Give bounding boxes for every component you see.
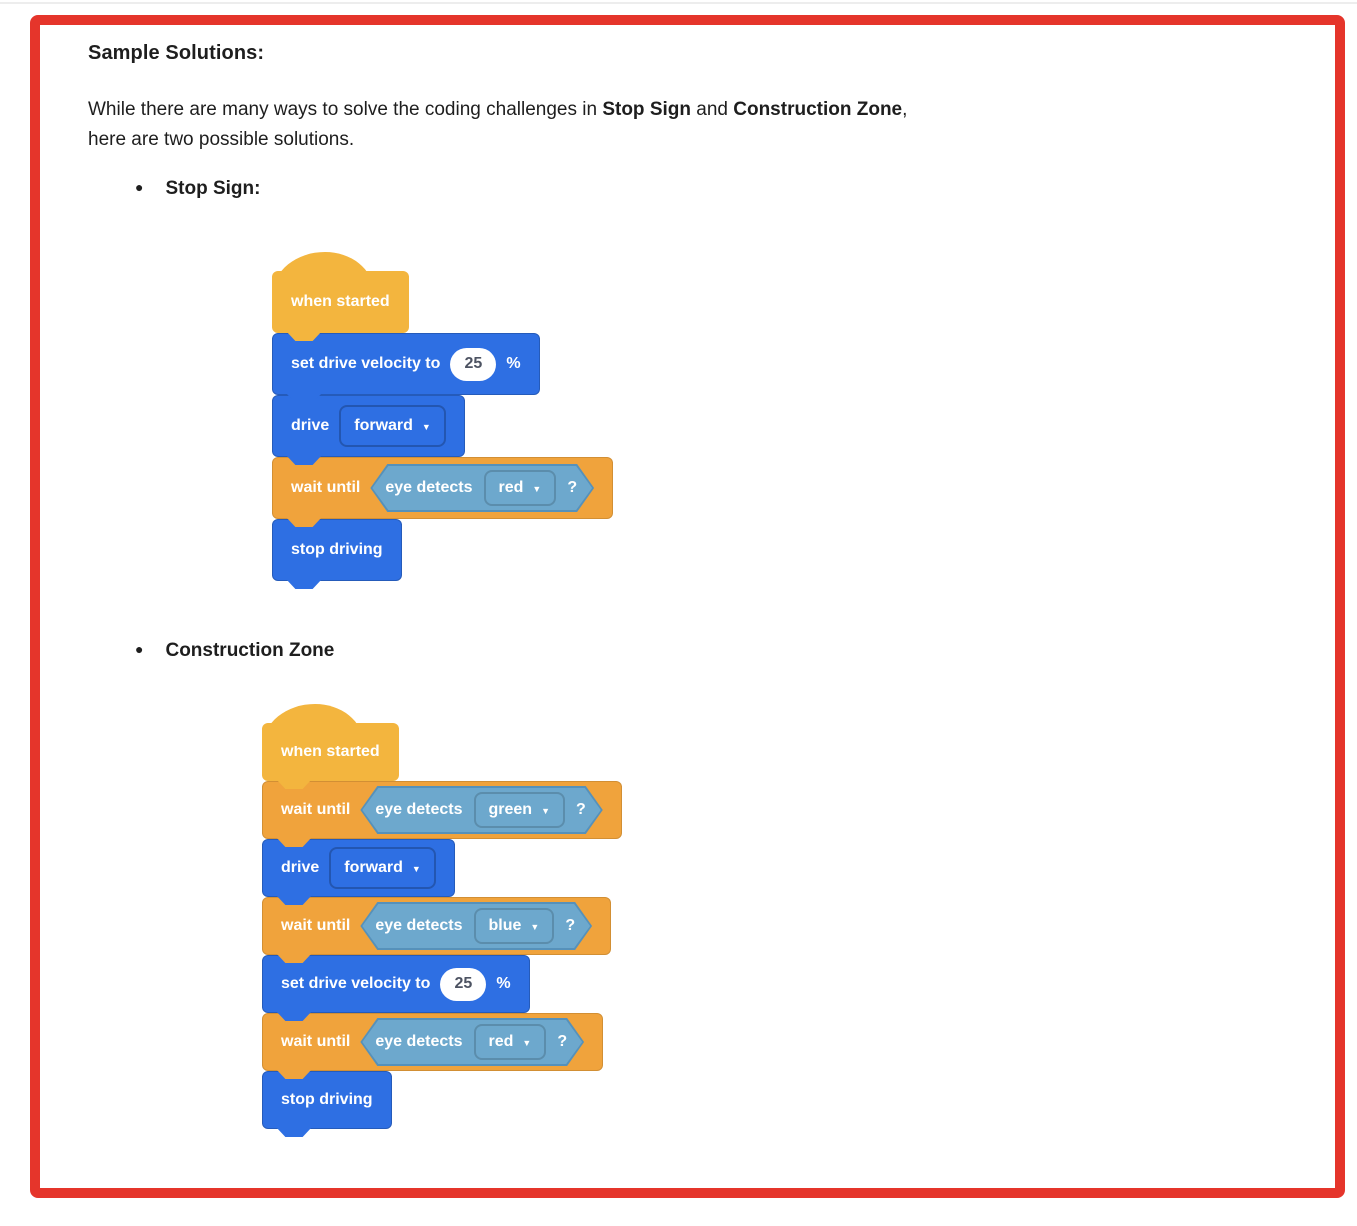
block-label: stop driving: [291, 541, 383, 558]
dropdown-value: forward: [344, 859, 403, 876]
bullet-item-stop-sign: ● Stop Sign:: [135, 178, 260, 200]
page-title: Sample Solutions:: [88, 42, 265, 64]
bullet-label: Construction Zone: [165, 640, 335, 661]
dropdown-value: forward: [354, 417, 413, 434]
set-drive-velocity-block: set drive velocity to 25 %: [272, 333, 540, 395]
wait-until-block: wait until eye detects blue ▼ ?: [262, 897, 612, 955]
caret-down-icon: ▼: [532, 483, 542, 494]
eye-detects-condition: eye detects green ▼ ?: [360, 786, 602, 834]
dropdown-value: red: [498, 479, 524, 496]
caret-down-icon: ▼: [530, 921, 540, 932]
dropdown-value: red: [488, 1033, 514, 1050]
drive-direction-dropdown: forward ▼: [329, 847, 436, 889]
set-drive-velocity-block: set drive velocity to 25 %: [262, 955, 530, 1013]
page-top-divider: [0, 2, 1357, 4]
detect-color-dropdown: blue ▼: [474, 908, 555, 944]
velocity-value-input: 25: [450, 347, 497, 381]
percent-label: %: [496, 975, 511, 992]
block-label: wait until: [281, 1033, 351, 1050]
wait-until-block: wait until eye detects red ▼ ?: [272, 457, 614, 519]
block-label: set drive velocity to: [281, 975, 431, 992]
caret-down-icon: ▼: [421, 421, 431, 432]
block-label: wait until: [291, 479, 361, 496]
intro-paragraph: While there are many ways to solve the c…: [88, 95, 907, 155]
stop-driving-block: stop driving: [272, 519, 402, 581]
drive-direction-dropdown: forward ▼: [339, 405, 446, 447]
drive-block: drive forward ▼: [262, 839, 455, 897]
detect-color-dropdown: red ▼: [474, 1024, 547, 1060]
percent-label: %: [506, 355, 521, 372]
condition-label: eye detects: [375, 801, 463, 818]
question-mark-label: ?: [576, 801, 586, 818]
condition-label: eye detects: [375, 917, 463, 934]
question-mark-label: ?: [557, 1033, 568, 1050]
block-label: drive: [291, 417, 330, 434]
dropdown-value: blue: [488, 917, 522, 934]
when-started-block: when started: [272, 252, 409, 333]
block-label: drive: [281, 859, 320, 876]
block-label: wait until: [281, 801, 351, 818]
wait-until-block: wait until eye detects green ▼ ?: [262, 781, 622, 839]
detect-color-dropdown: red ▼: [484, 470, 557, 506]
eye-detects-condition: eye detects blue ▼ ?: [360, 902, 592, 950]
velocity-value-input: 25: [440, 967, 487, 1001]
caret-down-icon: ▼: [411, 863, 421, 874]
stop-driving-block: stop driving: [262, 1071, 392, 1129]
wait-until-block: wait until eye detects red ▼ ?: [262, 1013, 604, 1071]
when-started-block: when started: [262, 704, 399, 781]
question-mark-label: ?: [567, 479, 578, 496]
caret-down-icon: ▼: [522, 1037, 532, 1048]
bullet-icon: ●: [135, 179, 144, 195]
intro-text-segment: While there are many ways to solve the c…: [88, 99, 603, 120]
condition-label: eye detects: [385, 479, 473, 496]
dropdown-value: green: [488, 801, 533, 818]
intro-text-segment: and: [690, 99, 734, 120]
bullet-item-construction-zone: ● Construction Zone: [135, 640, 334, 662]
intro-text-segment: ,: [902, 99, 908, 120]
condition-label: eye detects: [375, 1033, 463, 1050]
eye-detects-condition: eye detects red ▼ ?: [360, 1018, 584, 1066]
block-label: set drive velocity to: [291, 355, 441, 372]
bullet-label: Stop Sign:: [165, 178, 261, 199]
drive-block: drive forward ▼: [272, 395, 465, 457]
block-label: when started: [291, 293, 390, 310]
block-label: when started: [281, 743, 380, 760]
challenge-name: Construction Zone: [733, 99, 903, 120]
detect-color-dropdown: green ▼: [474, 792, 566, 828]
question-mark-label: ?: [565, 917, 576, 934]
caret-down-icon: ▼: [541, 805, 550, 816]
challenge-name: Stop Sign: [602, 99, 691, 120]
block-label: stop driving: [281, 1091, 373, 1108]
bullet-icon: ●: [135, 641, 144, 657]
highlight-border: [30, 15, 1345, 1198]
eye-detects-condition: eye detects red ▼ ?: [370, 464, 594, 512]
block-label: wait until: [281, 917, 351, 934]
intro-text-segment: here are two possible solutions.: [88, 129, 355, 150]
